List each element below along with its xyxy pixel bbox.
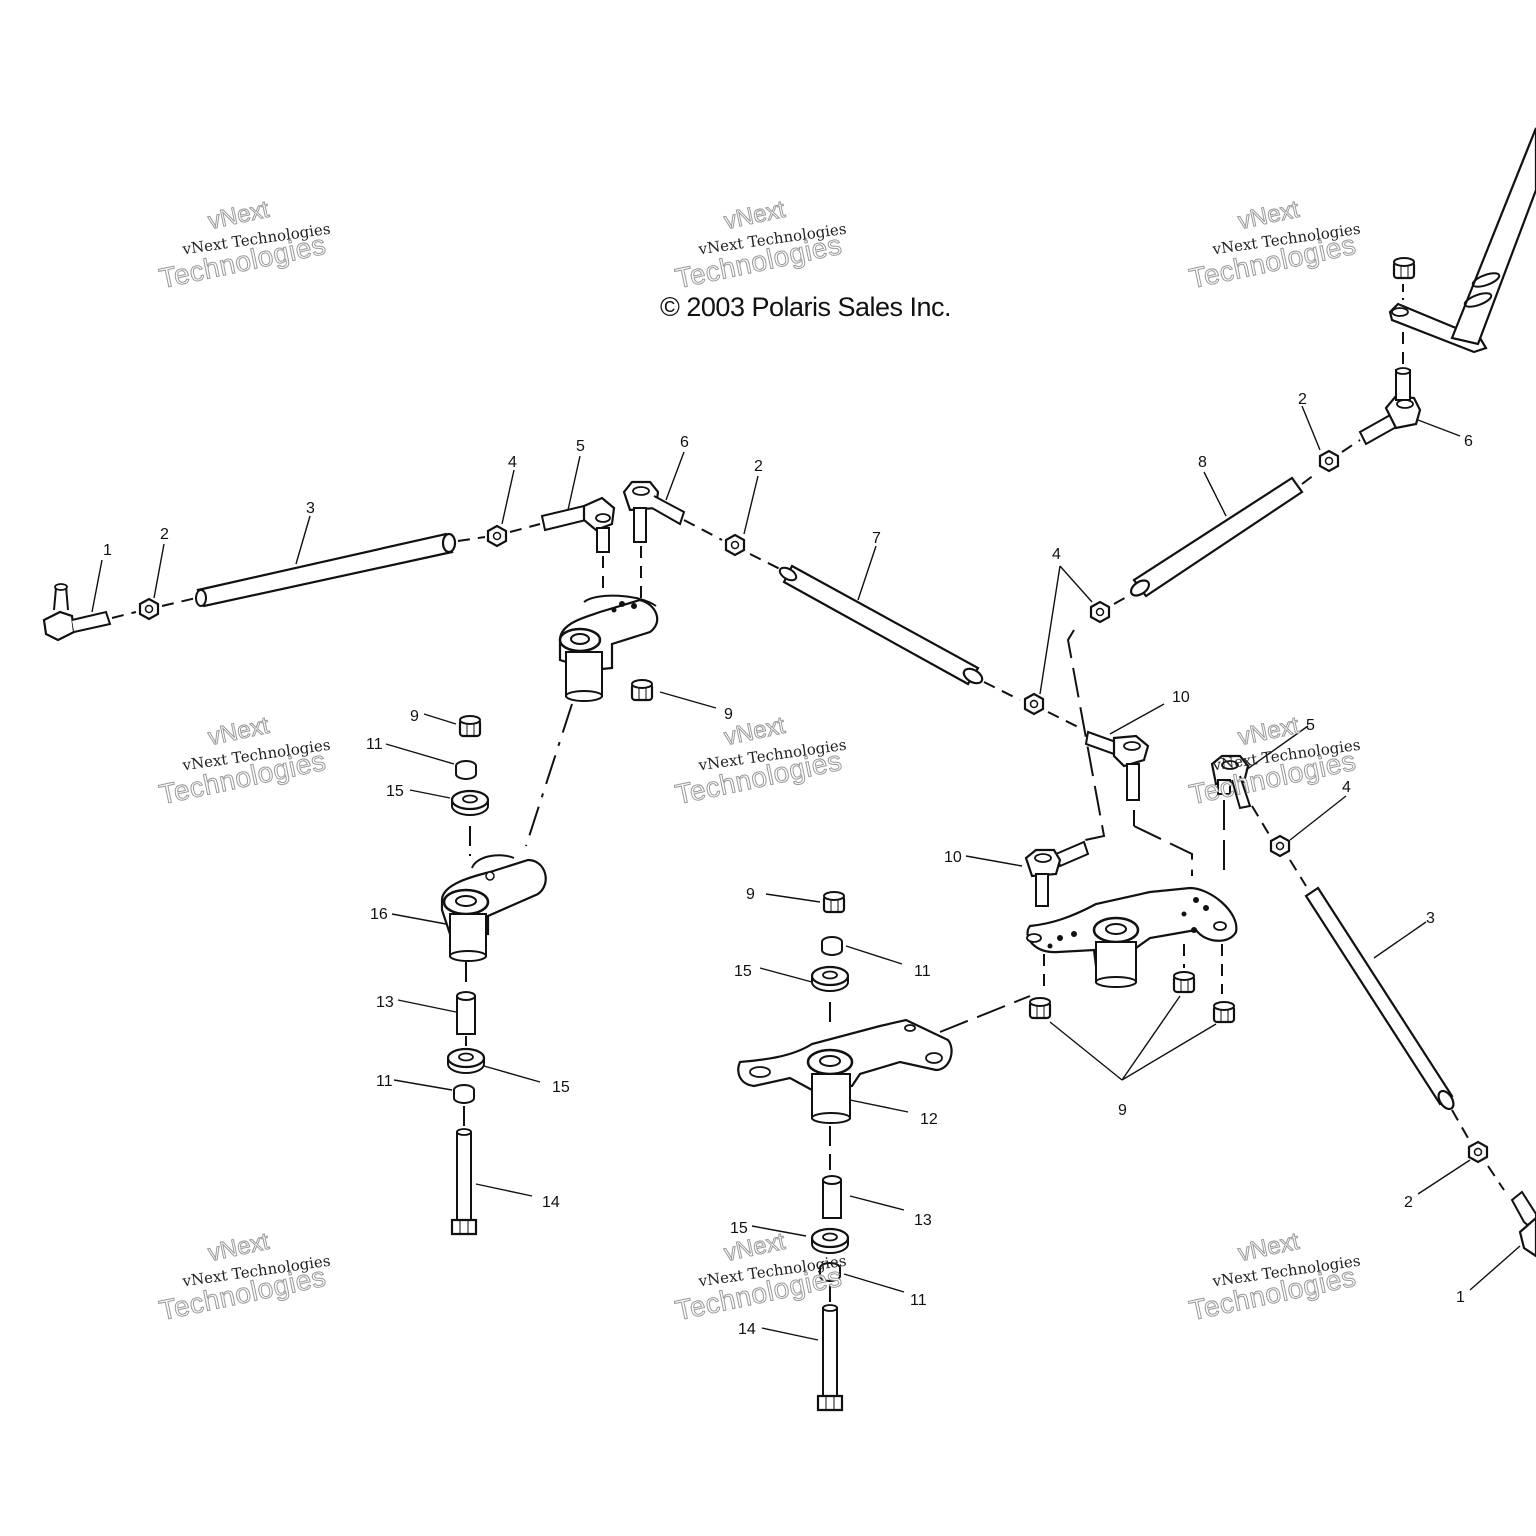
lock-nut [630, 678, 654, 702]
bellcrank-right [1026, 886, 1238, 988]
lock-nut [822, 890, 846, 914]
tie-rod-tube-right [1304, 886, 1455, 1111]
callout-6: 6 [1464, 433, 1473, 450]
washer [450, 789, 490, 817]
callout-14: 14 [738, 1321, 756, 1338]
copyright-notice: © 2003 Polaris Sales Inc. [660, 292, 952, 322]
washer [810, 1227, 850, 1255]
tie-rod-end-6 [622, 480, 686, 543]
jam-nut [138, 597, 160, 621]
callout-11: 11 [914, 963, 931, 980]
bushing [455, 760, 477, 780]
callout-labels: 1 2 3 4 5 6 2 7 8 2 6 4 10 5 4 10 3 2 1 … [103, 391, 1473, 1338]
callout-1: 1 [103, 542, 112, 559]
lock-nut [458, 714, 482, 738]
callout-9: 9 [1118, 1102, 1127, 1119]
callout-2: 2 [1404, 1194, 1413, 1211]
tie-rod-end-left [42, 583, 112, 642]
callout-5: 5 [576, 438, 585, 455]
lock-nut [1028, 996, 1052, 1020]
callout-13: 13 [376, 994, 394, 1011]
callout-8: 8 [1198, 454, 1207, 471]
callout-leaders [91, 405, 1521, 1341]
callout-4: 4 [1342, 779, 1351, 796]
callout-9: 9 [410, 708, 419, 725]
tie-rod-tube-left [195, 532, 457, 608]
callout-3: 3 [306, 500, 315, 517]
callout-4: 4 [508, 454, 517, 471]
bushing [819, 1262, 841, 1282]
jam-nut [1467, 1140, 1489, 1164]
callout-2: 2 [160, 526, 169, 543]
jam-nut [724, 533, 746, 557]
callout-14: 14 [542, 1194, 560, 1211]
jam-nut [1089, 600, 1111, 624]
tie-rod-end-10-lower [1024, 840, 1090, 907]
tie-rod-tube-center [778, 564, 984, 686]
tie-rod-end-5 [540, 496, 616, 553]
jam-nut [1318, 449, 1340, 473]
callout-15: 15 [552, 1079, 570, 1096]
tie-rod-end-right-lower [1510, 1190, 1536, 1258]
callout-9: 9 [746, 886, 755, 903]
lock-nut [1172, 970, 1196, 994]
callout-6: 6 [680, 434, 689, 451]
callout-15: 15 [730, 1220, 748, 1237]
callout-5: 5 [1306, 717, 1315, 734]
pitman-arm-upper [558, 594, 659, 702]
pitman-arm-16 [440, 854, 547, 962]
jam-nut [1269, 834, 1291, 858]
callout-16: 16 [370, 906, 388, 923]
washer [810, 965, 850, 993]
callout-2: 2 [754, 458, 763, 475]
tie-rod-tube-8 [1129, 476, 1304, 598]
callout-15: 15 [734, 963, 752, 980]
callout-12: 12 [920, 1111, 938, 1128]
steering-post [1450, 127, 1536, 346]
callout-11: 11 [366, 736, 383, 753]
washer [446, 1047, 486, 1075]
spacer-tube [456, 991, 476, 1035]
callout-11: 11 [910, 1292, 927, 1309]
tie-rod-end-10-upper [1084, 730, 1150, 801]
bushing [453, 1084, 475, 1104]
jam-nut [1023, 692, 1045, 716]
bolt [450, 1127, 478, 1236]
callout-11: 11 [376, 1073, 393, 1090]
pitman-arm-12 [737, 1018, 953, 1124]
tie-rod-end-5-right [1210, 754, 1252, 810]
tie-rod-end-right-upper [1358, 367, 1422, 446]
callout-3: 3 [1426, 910, 1435, 927]
callout-10: 10 [1172, 689, 1190, 706]
lock-nut [1392, 256, 1416, 280]
bolt [816, 1303, 844, 1412]
lock-nut [1212, 1000, 1236, 1024]
callout-2: 2 [1298, 391, 1307, 408]
callout-10: 10 [944, 849, 962, 866]
callout-13: 13 [914, 1212, 932, 1229]
jam-nut [486, 524, 508, 548]
callout-1: 1 [1456, 1289, 1465, 1306]
callout-4: 4 [1052, 546, 1061, 563]
bushing [821, 936, 843, 956]
callout-15: 15 [386, 783, 404, 800]
callout-9: 9 [724, 706, 733, 723]
spacer-tube [822, 1175, 842, 1219]
callout-7: 7 [872, 530, 881, 547]
